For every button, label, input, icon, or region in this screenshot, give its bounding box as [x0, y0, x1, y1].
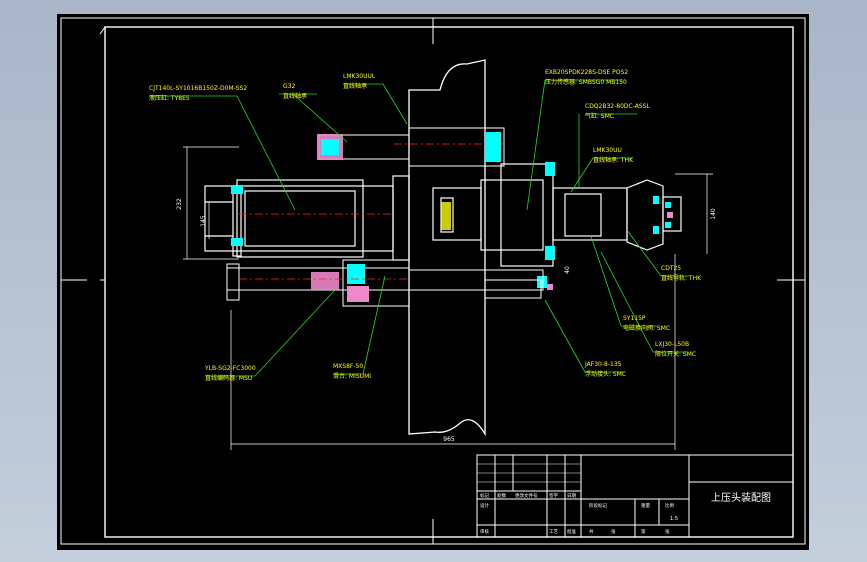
tb-design-label-1: 设计	[480, 502, 489, 509]
callout-7-line1: CDT25	[661, 265, 681, 272]
lower-bracket	[408, 269, 544, 299]
tb-row-label-1: 标记	[480, 492, 489, 499]
dim-overall: 965	[443, 436, 455, 443]
bolt-heads-left	[231, 186, 243, 246]
dimension-lines	[183, 146, 713, 450]
callout-6-line2: 直线轴承: THK	[593, 156, 634, 164]
tb-row-label-5: 日期	[567, 493, 576, 499]
mounting-plate	[408, 59, 486, 437]
zone-ticks	[99, 26, 798, 281]
callout-9-line2: 限位开关: SMC	[655, 350, 696, 358]
callout-labels: CJT140L-SY1016B150Z-D0M-SS2 液压缸: TY8E5 G…	[149, 69, 702, 382]
title-block-rows	[477, 463, 581, 483]
dim-left-inner: 145	[200, 215, 207, 227]
tb-stage-label-3: 比例	[665, 502, 674, 509]
callout-1-line1: CJT140L-SY1016B150Z-D0M-SS2	[149, 85, 247, 92]
tb-stage-label-1: 阶段标记	[589, 502, 607, 509]
callout-8-line1: SY115P	[623, 315, 646, 322]
title-block	[476, 454, 794, 538]
tb-design-label-2: 审核	[480, 528, 489, 535]
callout-10-line1: JAF30-8-135	[584, 361, 622, 368]
callout-3-line1: LMK30UUL	[343, 73, 376, 80]
callout-8-line2: 电磁换向阀: SMC	[623, 324, 670, 332]
tb-row-label-3: 更改文件号	[515, 492, 538, 499]
callout-2-line2: 直线轴承	[283, 92, 307, 100]
callout-4-line1: EXB20SPDK228S-DSE POS2	[545, 69, 628, 76]
callout-4-line2: 压力传感器: SMBSG0 MB150	[545, 78, 627, 86]
callout-1-line2: 液压缸: TY8E5	[149, 94, 190, 102]
drawing-title: 上压头装配图	[711, 491, 771, 504]
callout-11-line1: MXS8F-50	[333, 363, 363, 370]
dim-left-height: 232	[176, 198, 183, 210]
callout-7-line2: 直线导轨: THK	[661, 274, 702, 282]
centering-marks	[61, 18, 805, 544]
fitting-magenta	[547, 212, 673, 290]
callout-6-line1: LMK30UU	[593, 147, 622, 154]
tb-design-label-3: 工艺	[549, 529, 558, 535]
callout-9-line1: LXJ30-L50B	[655, 341, 689, 348]
slide-cyan	[347, 264, 365, 284]
tb-sheet-label-3: 第	[641, 528, 646, 535]
cylinder-fittings	[537, 162, 671, 288]
callout-11-line2: 滑台: MISUMI	[333, 372, 371, 380]
tb-sheet-label-2: 张	[611, 528, 616, 535]
dim-small-offset: 40	[564, 266, 571, 274]
callout-10-line2: 浮动接头: SMC	[585, 370, 626, 378]
tb-design-label-4: 批准	[567, 528, 576, 535]
callout-5-line1: CDQ2B32-80DC-ASSL	[585, 103, 650, 110]
hub-yellow	[441, 202, 451, 230]
dim-right-height: 140	[710, 208, 717, 220]
callout-5-line2: 气缸: SMC	[585, 112, 614, 120]
slide-magenta	[347, 286, 369, 302]
guide-rod-upper	[318, 127, 505, 167]
tb-stage-label-2: 重量	[641, 502, 650, 509]
hydraulic-cylinder	[204, 175, 410, 261]
callout-3-line2: 直线轴承	[343, 82, 367, 90]
scale-value: 1:5	[670, 516, 678, 522]
tb-row-label-4: 签字	[549, 492, 558, 499]
rod-end-cyan	[321, 139, 339, 155]
pneumatic-cylinder	[552, 179, 682, 251]
title-block-labels: 标记 处数 更改文件号 签字 日期 设计 审核 工艺 批准 阶段标记 重量 比例…	[480, 492, 674, 535]
callout-2-line1: G32	[283, 83, 295, 90]
encoder-head	[311, 272, 339, 290]
cad-viewport[interactable]: 965 232 145 140 40 CJT140L-SY1016B150Z-D…	[57, 14, 809, 550]
tb-sheet-label-4: 张	[665, 528, 670, 535]
bushing-upper	[485, 132, 501, 162]
assembly-drawing: 965 232 145 140 40 CJT140L-SY1016B150Z-D…	[60, 17, 806, 545]
leader-lines	[149, 79, 689, 377]
inner-frame	[104, 26, 794, 538]
tb-row-label-2: 处数	[497, 492, 506, 499]
tb-sheet-label-1: 共	[589, 528, 594, 535]
callout-12-line1: YLB-SG2-FC3000	[204, 365, 256, 372]
callout-12-line2: 直线编码器: MSU	[205, 374, 252, 382]
